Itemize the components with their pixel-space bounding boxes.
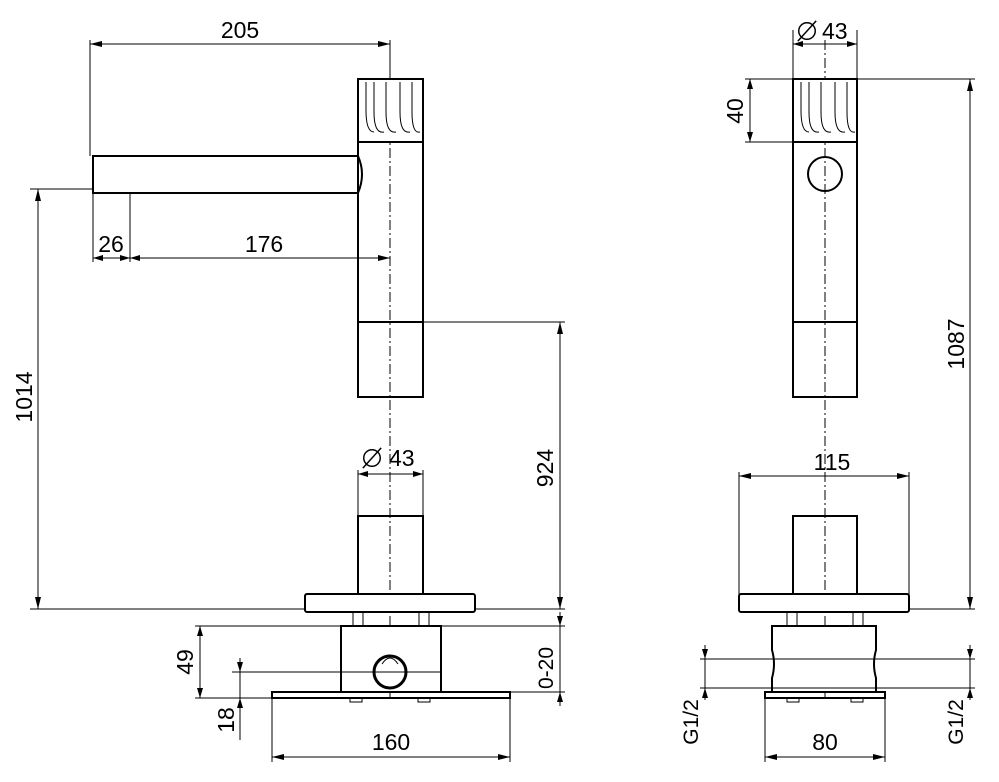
front-extension-lines: [30, 40, 565, 762]
dim-base-block-height: 49: [172, 649, 198, 675]
dim-base-depth: 80: [812, 729, 838, 755]
mounting-plate-front: [271, 691, 511, 703]
main-column-front: [357, 141, 424, 398]
mixing-body-front: [340, 625, 442, 693]
dim-inlet-left: G1/2: [680, 699, 703, 745]
dim-adjustment-range: 0-20: [535, 647, 558, 689]
diameter-symbol-lower: [362, 447, 382, 469]
studs-front: [352, 611, 430, 627]
dim-spout-tip: 26: [98, 231, 124, 257]
front-dimension-lines: [35, 41, 563, 760]
dim-spout-reach: 205: [221, 17, 259, 43]
handle-front: [357, 78, 424, 146]
dim-flange-width: 115: [814, 449, 851, 475]
mounting-plate-side: [764, 691, 886, 703]
side-dimension-labels: 43 40 1087 115 G1/2 G1/2 80: [680, 18, 969, 755]
dim-pipe-diameter-lower: 43: [389, 445, 415, 471]
spout-outlet-circle: [807, 156, 843, 192]
spout: [92, 155, 363, 194]
dim-pipe-diameter-top: 43: [822, 18, 848, 44]
dim-overall-height-front: 1014: [11, 371, 37, 422]
dim-plate-width: 160: [372, 729, 410, 755]
front-view: 205 26 176 1014 924 43 49 18 160 0-20: [11, 17, 565, 762]
flange-front: [304, 593, 476, 613]
flange-side: [738, 593, 910, 613]
dim-inlet-right: G1/2: [945, 699, 968, 745]
side-view: 43 40 1087 115 G1/2 G1/2 80: [680, 18, 975, 762]
dim-column-height: 924: [532, 449, 558, 488]
dim-spout-offset: 176: [245, 231, 283, 257]
side-dimension-lines: [702, 41, 973, 760]
handle-side: [792, 78, 858, 143]
dim-plate-thickness: 18: [213, 707, 239, 733]
side-extension-lines: [700, 30, 975, 762]
dim-handle-height: 40: [722, 98, 748, 124]
diameter-symbol-top: [797, 20, 817, 42]
main-column-side: [792, 141, 858, 398]
front-dimension-labels: 205 26 176 1014 924 43 49 18 160 0-20: [11, 17, 558, 755]
dim-overall-height-side: 1087: [943, 318, 969, 369]
